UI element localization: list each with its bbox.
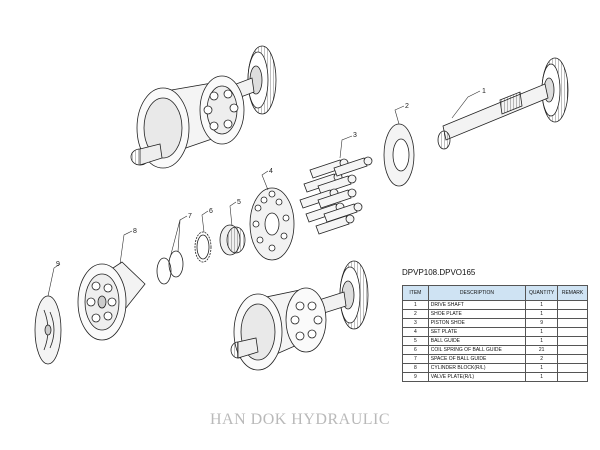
shoe-plate-part	[383, 123, 415, 187]
cell-remark	[557, 345, 588, 355]
header-item: ITEM	[402, 285, 429, 301]
cell-item: 9	[402, 372, 429, 382]
table-row: 2 SHOE PLATE 1	[402, 309, 588, 319]
cell-description: SPACE OF BALL GUIDE	[427, 354, 527, 364]
cell-remark	[557, 309, 588, 319]
valve-plate-part	[34, 295, 62, 365]
cell-remark	[557, 327, 588, 337]
callout-8: 8	[133, 228, 137, 235]
cell-quantity: 21	[525, 345, 559, 355]
table-row: 5 BALL GUIDE 1	[402, 336, 588, 346]
ball-guide-part	[219, 224, 246, 256]
cell-description: VALVE PLATE(R/L)	[427, 372, 527, 382]
cell-description: PISTON SHOE	[427, 318, 527, 328]
spacers-part	[156, 250, 184, 285]
cell-description: SHOE PLATE	[427, 309, 527, 319]
cell-remark	[557, 318, 588, 328]
callout-3: 3	[353, 132, 357, 139]
cell-item: 4	[402, 327, 429, 337]
lower-assembly	[230, 260, 369, 371]
cell-item: 8	[402, 363, 429, 373]
cell-item: 5	[402, 336, 429, 346]
table-row: 8 CYLINDER BLOCK(R/L) 1	[402, 363, 588, 373]
cell-item: 2	[402, 309, 429, 319]
brand-watermark: HAN DOK HYDRAULIC	[209, 411, 391, 428]
parts-table-title: DPVP108.DPVO165	[402, 268, 476, 277]
cell-item: 6	[402, 345, 429, 355]
coil-spring-part	[194, 231, 212, 263]
callout-4: 4	[269, 168, 273, 175]
header-remark: REMARK	[557, 285, 588, 301]
leader-lines	[47, 90, 481, 297]
callout-7: 7	[188, 213, 192, 220]
cell-remark	[557, 363, 588, 373]
cell-quantity: 2	[525, 354, 559, 364]
upper-assembly	[130, 45, 277, 169]
cell-description: COIL SPRING OF BALL GUIDE	[427, 345, 527, 355]
callout-2: 2	[405, 103, 409, 110]
table-row: 1 DRIVE SHAFT 1	[402, 300, 588, 310]
cell-description: BALL GUIDE	[427, 336, 527, 346]
parts-list-table: ITEM DESCRIPTION QUANTITY REMARK 1 DRIVE…	[402, 285, 588, 382]
cell-remark	[557, 336, 588, 346]
table-row: 3 PISTON SHOE 9	[402, 318, 588, 328]
cell-item: 1	[402, 300, 429, 310]
cell-quantity: 1	[525, 327, 559, 337]
header-description: DESCRIPTION	[427, 285, 527, 301]
cell-remark	[557, 354, 588, 364]
piston-shoes-part	[299, 156, 373, 235]
table-row: 6 COIL SPRING OF BALL GUIDE 21	[402, 345, 588, 355]
cell-remark	[557, 300, 588, 310]
cell-remark	[557, 372, 588, 382]
header-quantity: QUANTITY	[525, 285, 559, 301]
set-plate-part	[249, 187, 295, 261]
cell-quantity: 9	[525, 318, 559, 328]
cell-item: 3	[402, 318, 429, 328]
callout-6: 6	[209, 208, 213, 215]
table-row: 9 VALVE PLATE(R/L) 1	[402, 372, 588, 382]
cell-item: 7	[402, 354, 429, 364]
callout-5: 5	[237, 199, 241, 206]
table-header-row: ITEM DESCRIPTION QUANTITY REMARK	[402, 285, 588, 301]
drive-shaft-part	[437, 57, 569, 150]
callout-numbers: 1 2 3 4 5 6 7 8 9	[56, 88, 486, 268]
callout-1: 1	[482, 88, 486, 95]
upper-piston-holes	[203, 89, 239, 131]
table-row: 7 SPACE OF BALL GUIDE 2	[402, 354, 588, 364]
cell-quantity: 1	[525, 372, 559, 382]
cell-quantity: 1	[525, 300, 559, 310]
cell-description: CYLINDER BLOCK(R/L)	[427, 363, 527, 373]
cell-quantity: 1	[525, 363, 559, 373]
cell-description: SET PLATE	[427, 327, 527, 337]
cell-quantity: 1	[525, 309, 559, 319]
cell-quantity: 1	[525, 336, 559, 346]
cell-description: DRIVE SHAFT	[427, 300, 527, 310]
callout-9: 9	[56, 261, 60, 268]
table-row: 4 SET PLATE 1	[402, 327, 588, 337]
cylinder-block-part	[77, 261, 146, 341]
